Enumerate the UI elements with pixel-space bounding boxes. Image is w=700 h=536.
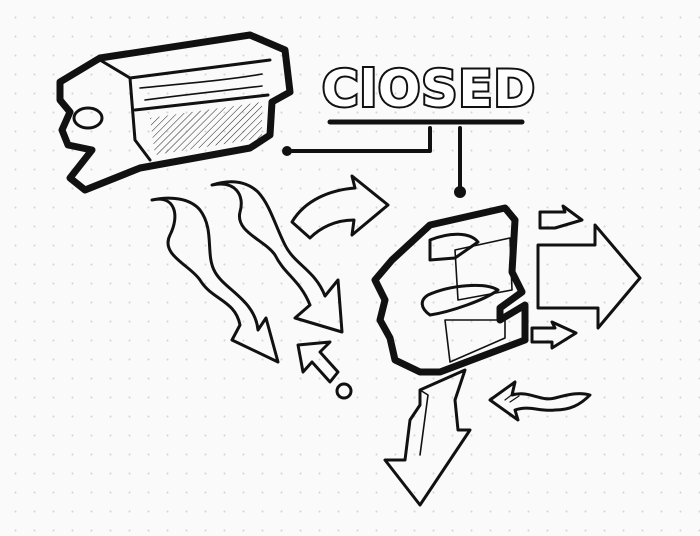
- small-right-arrow-top: [538, 204, 584, 230]
- large-right-arrow: [536, 223, 642, 330]
- extruded-profile-open: [371, 204, 529, 376]
- down-left-arrow: [383, 368, 472, 507]
- small-circle: [335, 382, 353, 400]
- curved-arrow: [290, 174, 390, 240]
- small-diagonal-arrow: [296, 340, 340, 384]
- wavy-left-arrow: [488, 380, 592, 422]
- extruded-profile-closed: [56, 31, 294, 194]
- connector-bracket: [282, 119, 525, 198]
- wavy-arrow-right: [210, 180, 344, 334]
- closed-label: ClOSED: [322, 60, 536, 118]
- wavy-arrow-left: [150, 196, 280, 364]
- small-right-arrow-bottom: [530, 320, 578, 350]
